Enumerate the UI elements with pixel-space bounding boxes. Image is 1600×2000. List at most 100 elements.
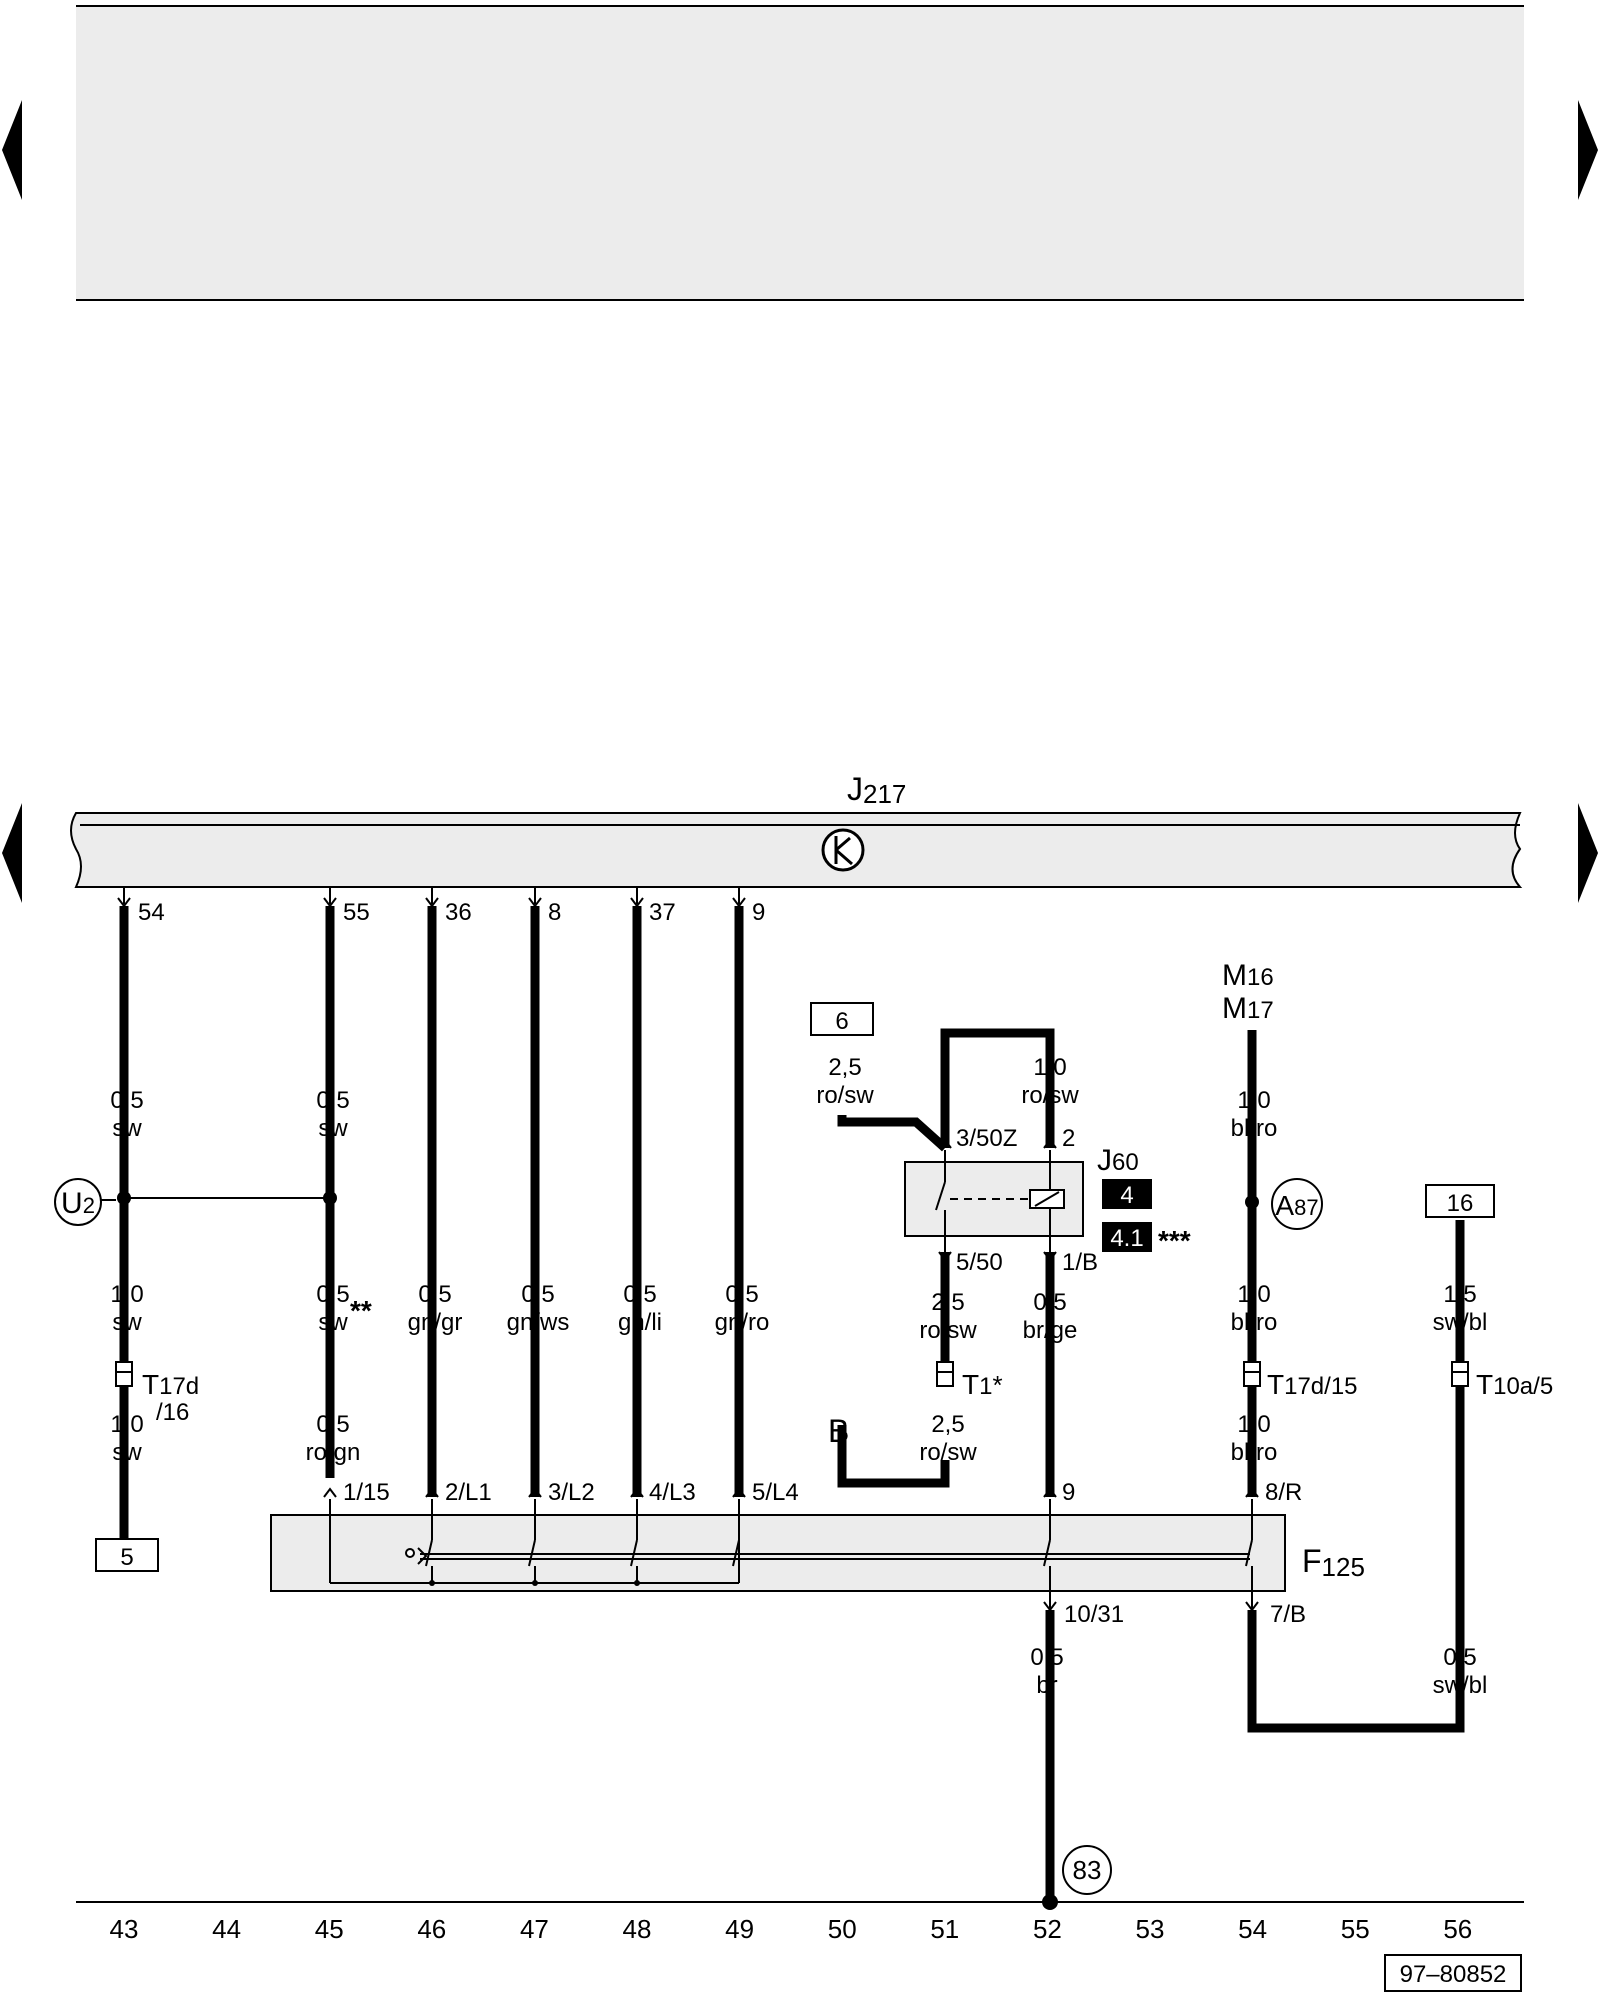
svg-text:10/31: 10/31 bbox=[1064, 1601, 1124, 1628]
svg-text:bl/ro: bl/ro bbox=[1231, 1309, 1278, 1336]
svg-text:T10a/5: T10a/5 bbox=[1476, 1369, 1553, 1400]
svg-text:8: 8 bbox=[548, 899, 561, 926]
svg-text:/16: /16 bbox=[156, 1399, 189, 1426]
svg-text:M17: M17 bbox=[1222, 992, 1274, 1025]
j217-control-unit bbox=[70, 812, 1523, 888]
track-number-48: 48 bbox=[623, 1914, 652, 1944]
track-number-46: 46 bbox=[417, 1914, 446, 1944]
svg-text:gn/ws: gn/ws bbox=[507, 1309, 570, 1336]
svg-text:8/R: 8/R bbox=[1265, 1479, 1302, 1506]
header-panel bbox=[76, 6, 1524, 300]
svg-text:0,5: 0,5 bbox=[1443, 1644, 1476, 1671]
svg-text:ro/gn: ro/gn bbox=[306, 1439, 361, 1466]
svg-text:1/B: 1/B bbox=[1062, 1249, 1098, 1276]
svg-text:1,0: 1,0 bbox=[1237, 1411, 1270, 1438]
track-number-54: 54 bbox=[1238, 1914, 1267, 1944]
page-next-arrow[interactable] bbox=[1578, 100, 1598, 200]
svg-text:sw: sw bbox=[112, 1115, 142, 1142]
track-number-49: 49 bbox=[725, 1914, 754, 1944]
ref-box-5[interactable] bbox=[95, 1538, 159, 1572]
svg-text:54: 54 bbox=[138, 899, 165, 926]
track-number-53: 53 bbox=[1136, 1914, 1165, 1944]
svg-text:ro/sw: ro/sw bbox=[919, 1439, 977, 1466]
svg-text:gn/ro: gn/ro bbox=[715, 1309, 770, 1336]
svg-text:br/ge: br/ge bbox=[1023, 1317, 1078, 1344]
svg-text:3/L2: 3/L2 bbox=[548, 1479, 595, 1506]
svg-text:9: 9 bbox=[752, 899, 765, 926]
track-number-50: 50 bbox=[828, 1914, 857, 1944]
svg-text:0,5: 0,5 bbox=[1030, 1644, 1063, 1671]
track-number-45: 45 bbox=[315, 1914, 344, 1944]
svg-text:83: 83 bbox=[1073, 1855, 1102, 1885]
ref-box-16[interactable] bbox=[1425, 1184, 1495, 1218]
svg-text:2,5: 2,5 bbox=[828, 1054, 861, 1081]
svg-text:2/L1: 2/L1 bbox=[445, 1479, 492, 1506]
svg-text:sw/bl: sw/bl bbox=[1433, 1672, 1488, 1699]
a87-marker bbox=[1271, 1178, 1323, 1230]
svg-text:0,5: 0,5 bbox=[521, 1281, 554, 1308]
page-prev-arrow[interactable] bbox=[2, 100, 22, 200]
svg-text:0,5: 0,5 bbox=[623, 1281, 656, 1308]
diagram-prev-arrow[interactable] bbox=[2, 803, 22, 903]
svg-text:bl/ro: bl/ro bbox=[1231, 1115, 1278, 1142]
svg-text:6: 6 bbox=[835, 1008, 848, 1035]
svg-text:B: B bbox=[828, 1413, 849, 1449]
svg-text:gn/li: gn/li bbox=[618, 1309, 662, 1336]
ref-box-6[interactable] bbox=[810, 1002, 874, 1036]
svg-text:gn/gr: gn/gr bbox=[408, 1309, 463, 1336]
svg-text:5: 5 bbox=[120, 1544, 133, 1571]
svg-text:**: ** bbox=[350, 1295, 372, 1326]
svg-text:5/L4: 5/L4 bbox=[752, 1479, 799, 1506]
f125-switch bbox=[270, 1487, 1286, 1612]
svg-text:M16: M16 bbox=[1222, 959, 1274, 992]
u2-marker bbox=[54, 1178, 102, 1226]
svg-text:0,5: 0,5 bbox=[110, 1087, 143, 1114]
svg-text:4/L3: 4/L3 bbox=[649, 1479, 696, 1506]
drawing-code-box bbox=[1384, 1954, 1522, 1992]
ground-83-marker bbox=[1062, 1845, 1112, 1895]
svg-text:0,5: 0,5 bbox=[418, 1281, 451, 1308]
svg-text:5/50: 5/50 bbox=[956, 1249, 1003, 1276]
svg-text:2: 2 bbox=[1062, 1125, 1075, 1152]
j217-label: J217 bbox=[847, 771, 906, 809]
svg-text:ro/sw: ro/sw bbox=[919, 1317, 977, 1344]
svg-text:U2: U2 bbox=[61, 1187, 95, 1220]
track-number-47: 47 bbox=[520, 1914, 549, 1944]
svg-text:0,5: 0,5 bbox=[316, 1411, 349, 1438]
track-number-44: 44 bbox=[212, 1914, 241, 1944]
svg-text:7/B: 7/B bbox=[1270, 1601, 1306, 1628]
track-number-52: 52 bbox=[1033, 1914, 1062, 1944]
track-number-51: 51 bbox=[930, 1914, 959, 1944]
svg-text:bl/ro: bl/ro bbox=[1231, 1439, 1278, 1466]
diagram-next-arrow[interactable] bbox=[1578, 803, 1598, 903]
svg-text:1,0: 1,0 bbox=[110, 1281, 143, 1308]
svg-text:4.1: 4.1 bbox=[1110, 1225, 1143, 1252]
track-number-56: 56 bbox=[1443, 1914, 1472, 1944]
svg-text:0,5: 0,5 bbox=[725, 1281, 758, 1308]
svg-text:1,0: 1,0 bbox=[1237, 1087, 1270, 1114]
svg-text:1,5: 1,5 bbox=[1443, 1281, 1476, 1308]
svg-text:1,0: 1,0 bbox=[110, 1411, 143, 1438]
svg-text:97–80852: 97–80852 bbox=[1400, 1961, 1507, 1988]
track-number-43: 43 bbox=[110, 1914, 139, 1944]
svg-text:ro/sw: ro/sw bbox=[1021, 1082, 1079, 1109]
svg-text:sw: sw bbox=[318, 1115, 348, 1142]
svg-text:T17d/15: T17d/15 bbox=[1267, 1369, 1358, 1400]
f125-label: F125 bbox=[1302, 1543, 1365, 1582]
svg-text:1,0: 1,0 bbox=[1237, 1281, 1270, 1308]
svg-text:0,5: 0,5 bbox=[316, 1281, 349, 1308]
svg-text:55: 55 bbox=[343, 899, 370, 926]
j60-label: J60 bbox=[1097, 1144, 1139, 1177]
svg-text:2,5: 2,5 bbox=[931, 1411, 964, 1438]
svg-text:sw: sw bbox=[112, 1439, 142, 1466]
svg-text:sw: sw bbox=[318, 1309, 348, 1336]
svg-text:4: 4 bbox=[1120, 1182, 1133, 1209]
svg-text:1,0: 1,0 bbox=[1033, 1054, 1066, 1081]
svg-text:9: 9 bbox=[1062, 1479, 1075, 1506]
svg-text:br: br bbox=[1036, 1672, 1057, 1699]
svg-text:36: 36 bbox=[445, 899, 472, 926]
svg-text:2,5: 2,5 bbox=[931, 1289, 964, 1316]
j60-relay bbox=[904, 1138, 1084, 1262]
